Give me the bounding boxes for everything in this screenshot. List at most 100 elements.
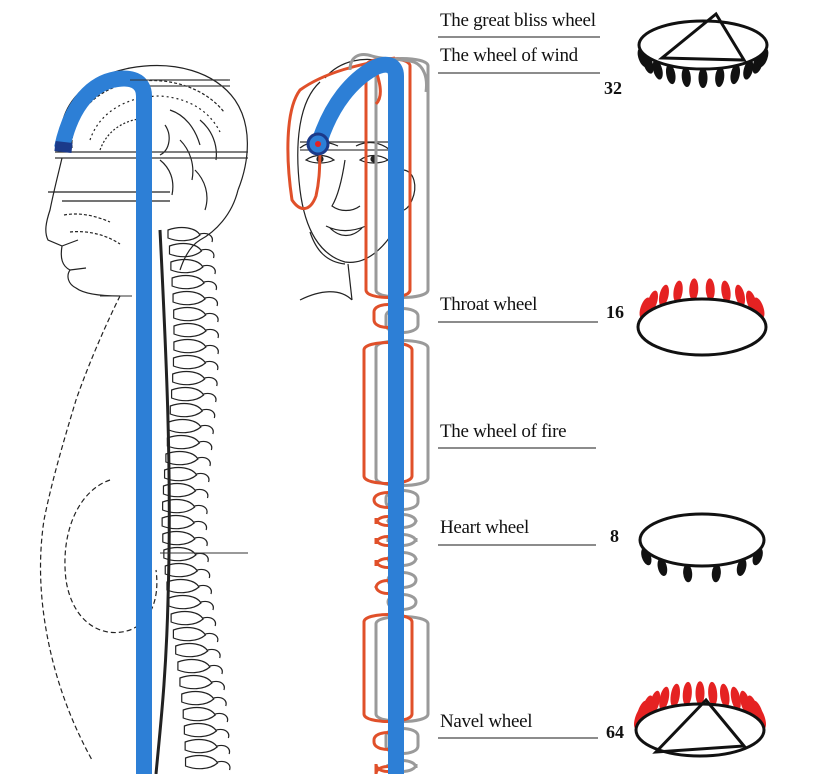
vertebra-process bbox=[204, 296, 219, 307]
vertebra bbox=[172, 354, 207, 370]
vertebra-process bbox=[198, 584, 212, 595]
navel-wheel-symbol bbox=[633, 681, 767, 758]
wheel-petal bbox=[689, 278, 699, 301]
red-face-loop bbox=[286, 56, 396, 210]
vertebra-process bbox=[205, 344, 219, 355]
wheel-petal bbox=[719, 683, 730, 708]
vertebra-process bbox=[202, 264, 216, 275]
vertebra-process bbox=[205, 312, 219, 323]
vertebra-process bbox=[194, 504, 208, 515]
vertebra-process bbox=[209, 664, 223, 675]
vertebra bbox=[170, 386, 205, 402]
vertebra bbox=[179, 674, 213, 690]
back-outline bbox=[39, 295, 121, 761]
vertebra-process bbox=[203, 392, 217, 403]
vertebra bbox=[173, 338, 207, 354]
wheel-petal bbox=[743, 60, 754, 80]
vertebra bbox=[168, 242, 203, 258]
vertebra-process bbox=[200, 424, 214, 435]
vertebra-process bbox=[202, 616, 217, 627]
navel-wheel-label: Navel wheel bbox=[440, 711, 533, 732]
wheel-petal bbox=[659, 686, 670, 711]
vertebra bbox=[183, 722, 218, 738]
vertebra bbox=[164, 562, 199, 578]
front-head-outline bbox=[297, 81, 401, 263]
wheel-petal bbox=[711, 564, 721, 583]
vertebra-process bbox=[216, 744, 231, 755]
vertebra bbox=[169, 402, 204, 418]
spinal-cord bbox=[154, 229, 171, 774]
vertebra bbox=[161, 514, 195, 530]
crown-petal-count: 32 bbox=[604, 78, 622, 98]
great-bliss-wheel-label: The great bliss wheel bbox=[440, 10, 596, 31]
vertebra bbox=[172, 370, 206, 386]
wheel-petal bbox=[735, 284, 746, 307]
wheel-of-fire-label: The wheel of fire bbox=[440, 421, 567, 442]
vertebra-process bbox=[202, 408, 216, 419]
vertebra bbox=[170, 610, 204, 626]
vertebra-process bbox=[205, 328, 219, 339]
front-face-figure bbox=[297, 58, 416, 301]
vertebra bbox=[177, 658, 211, 674]
great-bliss-wheel-symbol bbox=[637, 11, 769, 88]
vertebra-process bbox=[195, 488, 209, 499]
vertebra-process bbox=[216, 728, 230, 739]
wheel-petal bbox=[673, 280, 683, 303]
vertebra-process bbox=[201, 248, 215, 259]
vertebra bbox=[172, 626, 207, 642]
wheel-petal bbox=[683, 564, 693, 583]
vertebra bbox=[184, 738, 218, 754]
heart-petal-count: 8 bbox=[610, 526, 619, 546]
vertebra-process bbox=[197, 456, 211, 467]
wheel-petal bbox=[681, 67, 691, 88]
gray-channel bbox=[374, 57, 430, 773]
vertebra bbox=[181, 690, 215, 706]
wheel-petal bbox=[705, 278, 715, 301]
vertebra-process bbox=[211, 680, 225, 691]
wheel-petal bbox=[649, 690, 661, 715]
wheel-petal bbox=[736, 558, 747, 576]
navel-petal-count: 64 bbox=[606, 722, 624, 742]
wheel-petal bbox=[641, 695, 654, 719]
vertebra-process bbox=[195, 552, 209, 563]
vertebra-process bbox=[205, 632, 219, 643]
wheel-petal bbox=[682, 681, 692, 706]
spine-vertebrae bbox=[154, 226, 231, 774]
wheel-petal bbox=[652, 60, 663, 80]
vertebra bbox=[170, 258, 204, 274]
vertebra bbox=[171, 274, 205, 290]
heart-wheel-symbol bbox=[638, 512, 766, 583]
wheel-petal bbox=[730, 686, 741, 711]
wheel-of-wind-label: The wheel of wind bbox=[440, 45, 578, 66]
vertebra bbox=[162, 530, 196, 546]
wheel-petal bbox=[698, 68, 708, 88]
throat-wheel-symbol bbox=[636, 278, 768, 357]
vertebra-process bbox=[204, 376, 218, 387]
wheel-petal bbox=[665, 64, 676, 85]
vertebra-process bbox=[199, 440, 213, 451]
face-profile bbox=[45, 157, 121, 297]
wheel-petal bbox=[695, 681, 705, 706]
vertebra bbox=[168, 418, 202, 434]
wheel-petal bbox=[715, 67, 725, 88]
vertebra-process bbox=[215, 712, 229, 723]
throat-wheel-label: Throat wheel bbox=[440, 294, 538, 315]
left-central-channel bbox=[54, 70, 152, 774]
vertebra bbox=[166, 434, 201, 450]
wheel-petal bbox=[753, 297, 765, 319]
vertebra bbox=[184, 754, 219, 770]
vertebra-process bbox=[217, 760, 231, 771]
throat-petal-count: 16 bbox=[606, 302, 624, 322]
vertebra-process bbox=[196, 472, 210, 483]
vertebra bbox=[175, 642, 209, 658]
vertebra bbox=[173, 306, 207, 322]
navel-triangle bbox=[652, 697, 748, 754]
vertebra-process bbox=[194, 536, 208, 547]
vertebra-process bbox=[203, 280, 218, 291]
crown-triangle bbox=[657, 11, 747, 62]
wheel-petal bbox=[657, 558, 668, 576]
vertebra bbox=[168, 594, 202, 610]
middle-central-channel bbox=[312, 56, 404, 774]
